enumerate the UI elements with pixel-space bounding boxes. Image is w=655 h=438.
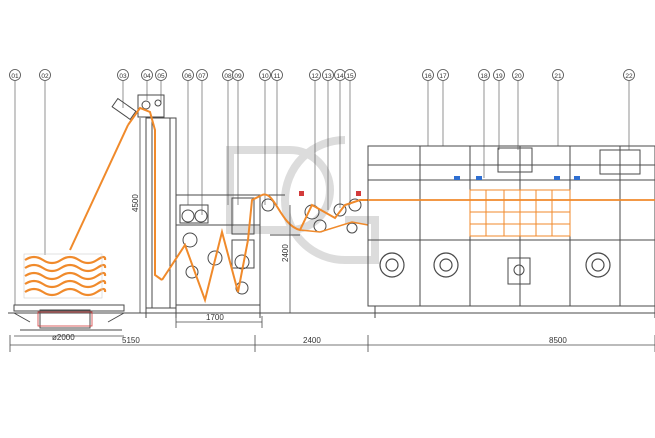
- callout-number: 14: [336, 73, 344, 80]
- callout-number: 06: [184, 73, 192, 80]
- unwind-frame: [13, 304, 125, 331]
- callout-number: 09: [234, 73, 242, 80]
- sensor-red-2: [356, 191, 361, 196]
- callout-number: 05: [157, 73, 165, 80]
- callout-number: 16: [424, 73, 432, 80]
- callout-circle: [344, 69, 356, 81]
- callout-circle: [552, 69, 564, 81]
- callout-number: 21: [554, 73, 562, 80]
- callout-circle: [422, 69, 434, 81]
- callout-number: 11: [274, 73, 281, 80]
- dim-diameter: ø2000: [52, 333, 75, 342]
- callout-circle: [322, 69, 334, 81]
- unwind-base-red: [37, 311, 93, 327]
- callout-circle: [259, 69, 271, 81]
- dim-length-1: 5150: [122, 336, 140, 345]
- callout-number: 22: [625, 73, 633, 80]
- callout-number: 12: [311, 73, 319, 80]
- callout-circle: [141, 69, 153, 81]
- callout-number: 20: [514, 73, 522, 80]
- dim-height-middle: 2400: [281, 244, 290, 262]
- fabric-lift-line: [127, 106, 163, 281]
- callout-number: 13: [324, 73, 332, 80]
- fabric-tension-line: [261, 193, 368, 232]
- sensor-red-1: [299, 191, 304, 196]
- callout-circle: [155, 69, 167, 81]
- callout-number: 04: [143, 73, 151, 80]
- callout-circle: [512, 69, 524, 81]
- dryer-heater-grid: [469, 189, 571, 237]
- callout-number: 03: [119, 73, 127, 80]
- callout-number: 15: [346, 73, 354, 80]
- dryer-blue-markers: [454, 176, 580, 180]
- dim-span-1700: 1700: [206, 313, 224, 322]
- fabric-pile: [24, 255, 107, 297]
- callout-circle: [196, 69, 208, 81]
- callout-circle: [437, 69, 449, 81]
- callout-circle: [9, 69, 21, 81]
- lift-column: [111, 94, 177, 318]
- callout-number: 01: [11, 73, 19, 80]
- callout-number: 02: [41, 73, 49, 80]
- dim-length-2: 2400: [303, 336, 321, 345]
- callout-circle: [39, 69, 51, 81]
- dryer-frame: [367, 145, 655, 318]
- callout-circle: [493, 69, 505, 81]
- fabric-pile-box: [23, 253, 103, 299]
- callout-circle: [232, 69, 244, 81]
- fabric-return-line: [299, 221, 369, 233]
- callout-circle: [271, 69, 283, 81]
- callout-circle: [309, 69, 321, 81]
- fabric-feed-line: [69, 124, 129, 251]
- callout-circle: [117, 69, 129, 81]
- callout-number: 10: [261, 73, 269, 80]
- fabric-padder-line: [161, 194, 263, 304]
- dim-height-total: 4500: [131, 194, 140, 212]
- padder-frame: [175, 194, 261, 318]
- callout-number: 07: [198, 73, 206, 80]
- dryer-fans: [379, 252, 611, 278]
- tension-rollers: [261, 194, 362, 236]
- callout-circle: [623, 69, 635, 81]
- dimension-lines: [9, 118, 655, 352]
- callout-number: 18: [480, 73, 488, 80]
- callout-number: 08: [224, 73, 232, 80]
- callout-number: 17: [439, 73, 447, 80]
- callout-circle: [182, 69, 194, 81]
- callout-circle: [478, 69, 490, 81]
- callout-number: 19: [495, 73, 503, 80]
- dim-length-3: 8500: [549, 336, 567, 345]
